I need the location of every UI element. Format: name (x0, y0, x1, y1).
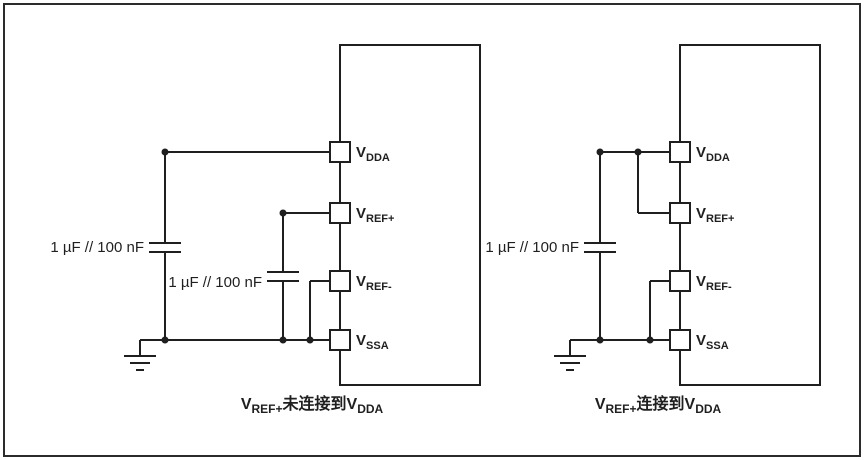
pin-box-vref-plus (669, 202, 691, 224)
junction-dot (646, 336, 654, 344)
chip-outline (679, 44, 821, 386)
capacitor-value-label: 1 µF // 100 nF (50, 239, 144, 256)
pin-box-vref-plus (329, 202, 351, 224)
junction-dot (279, 209, 287, 217)
right-circuit: VDDA VREF+ VREF- VSSA 1 µF // 100 nF VRE… (485, 44, 821, 416)
ground-icon (554, 340, 586, 371)
ground-icon (124, 340, 156, 371)
pin-label-vref-plus: VREF+ (356, 205, 394, 225)
pin-label-vssa: VSSA (356, 332, 389, 352)
pin-box-vssa (329, 329, 351, 351)
left-wires (140, 151, 330, 341)
capacitor-icon (584, 242, 616, 253)
pin-label-vref-minus: VREF- (356, 273, 392, 293)
junction-dot (161, 148, 169, 156)
junction-dot (596, 148, 604, 156)
junction-dot (634, 148, 642, 156)
capacitor-icon (267, 271, 299, 282)
pin-label-vref-plus: VREF+ (696, 205, 734, 225)
pin-label-vref-minus: VREF- (696, 273, 732, 293)
pin-box-vref-minus (669, 270, 691, 292)
capacitor-value-label: 1 µF // 100 nF (168, 274, 262, 291)
left-caption: VREF+未连接到VDDA (241, 394, 384, 416)
pin-box-vdda (329, 141, 351, 163)
pin-box-vssa (669, 329, 691, 351)
pin-label-vdda: VDDA (696, 144, 730, 164)
right-wires (570, 151, 670, 341)
page-border (3, 3, 861, 457)
chip-outline (339, 44, 481, 386)
pin-label-vdda: VDDA (356, 144, 390, 164)
capacitor-value-label: 1 µF // 100 nF (485, 239, 579, 256)
pin-box-vdda (669, 141, 691, 163)
junction-dot (596, 336, 604, 344)
junction-dot (161, 336, 169, 344)
capacitor-icon (149, 242, 181, 253)
pin-box-vref-minus (329, 270, 351, 292)
junction-dot (279, 336, 287, 344)
left-circuit: VDDA VREF+ VREF- VSSA 1 µF // 100 nF 1 µ… (50, 44, 481, 416)
junction-dot (306, 336, 314, 344)
right-caption: VREF+连接到VDDA (595, 394, 722, 416)
pin-label-vssa: VSSA (696, 332, 729, 352)
